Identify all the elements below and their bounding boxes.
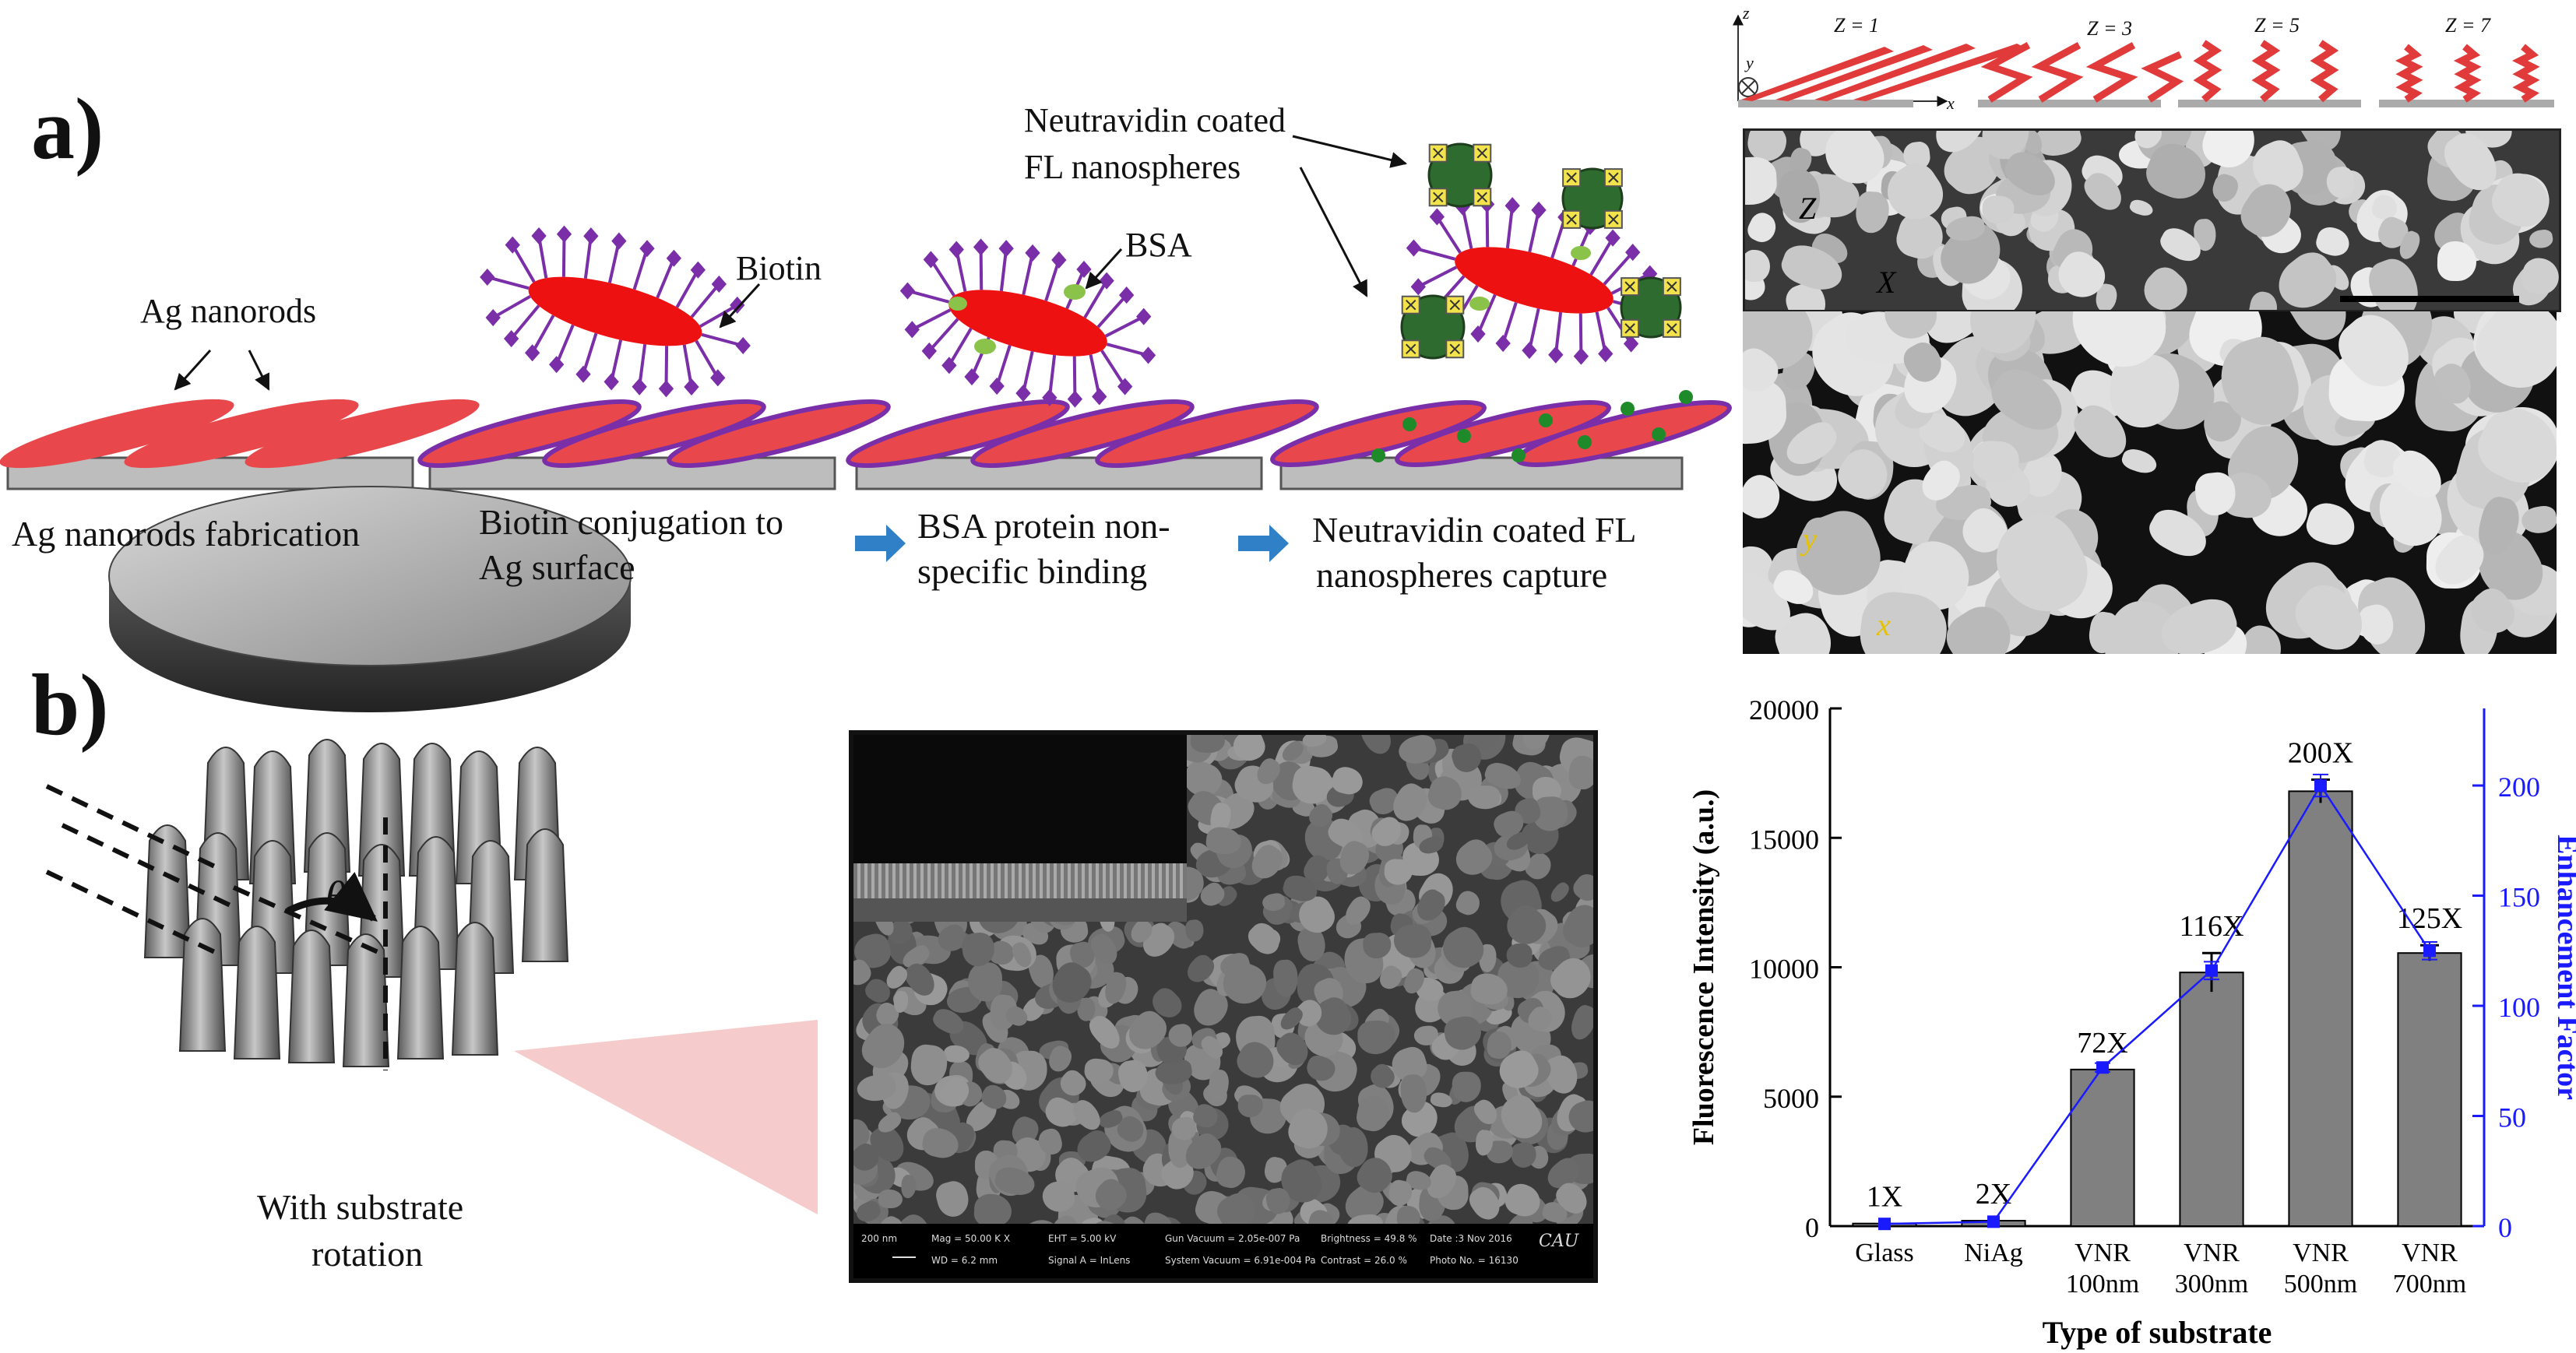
rotating-substrate	[45, 486, 818, 1214]
zoom-wedge	[514, 1020, 818, 1214]
pointer-arrows	[174, 135, 1408, 391]
label-neutravidin-1: Neutravidin coated	[1024, 101, 1286, 139]
axis-y: y	[1746, 53, 1754, 72]
panel-letter-b: b)	[31, 657, 109, 754]
step4-green-dots	[1371, 390, 1693, 462]
substrate-step4	[1279, 456, 1684, 490]
zigzag-z1	[1741, 44, 2026, 101]
sem-brightness: Brightness = 49.8 %	[1321, 1233, 1417, 1244]
rotation-line2: rotation	[311, 1234, 424, 1274]
biotin-rod	[480, 225, 751, 398]
step4-nanorods	[1270, 399, 1732, 468]
sem-logo: CAU	[1539, 1232, 1579, 1251]
sem-photo: Photo No. = 16130	[1430, 1255, 1519, 1266]
sem-date: Date :3 Nov 2016	[1430, 1233, 1512, 1244]
sem-contrast: Contrast = 26.0 %	[1321, 1255, 1407, 1266]
sem-axis-x2: x	[1877, 607, 1891, 642]
zigzag-label-z3: Z = 3	[2087, 17, 2133, 40]
zigzag-label-z1: Z = 1	[1834, 14, 1880, 37]
substrate-step3	[855, 456, 1263, 490]
step3-caption-2: specific binding	[917, 551, 1148, 591]
sem-eht: EHT = 5.00 kV	[1048, 1233, 1117, 1244]
zigzag-z5	[2193, 40, 2339, 103]
fl-nanospheres	[1400, 142, 1682, 360]
step2-caption-2: Ag surface	[479, 547, 635, 587]
sem-top-view	[1743, 311, 2557, 654]
substrate-label: Substrate	[273, 1128, 429, 1175]
substrate-step1	[6, 456, 414, 490]
step2-nanorods	[417, 399, 891, 469]
zigzag-schematics	[1733, 14, 2554, 107]
step4-caption-2: nanospheres capture	[1316, 555, 1608, 595]
incident-flux	[45, 784, 388, 1070]
label-bsa: BSA	[1125, 226, 1192, 264]
step2-caption-1: Biotin conjugation to	[479, 502, 783, 542]
bsa-rod	[899, 238, 1156, 408]
sem-axis-y: y	[1803, 522, 1817, 557]
sem-axis-z: Z	[1799, 191, 1817, 226]
panel-letter-a: a)	[31, 81, 104, 177]
zigzag-label-z5: Z = 5	[2254, 14, 2300, 37]
sem-wd: WD = 6.2 mm	[931, 1255, 998, 1266]
sem-scale-bar	[2340, 296, 2519, 302]
step3-nanorods	[846, 399, 1319, 469]
sem-vnr-top-view: 200 nm Mag = 50.00 K X WD = 6.2 mm EHT =…	[849, 730, 1598, 1283]
axis-x: x	[1947, 93, 1955, 113]
axis-z: z	[1743, 3, 1750, 23]
sem-inset	[853, 735, 1187, 922]
step1-nanorods	[0, 399, 480, 469]
sem-info-bar: 200 nm Mag = 50.00 K X WD = 6.2 mm EHT =…	[853, 1224, 1593, 1278]
sem-system: System Vacuum = 6.91e-004 Pa	[1165, 1255, 1316, 1266]
sem-signal: Signal A = InLens	[1048, 1255, 1131, 1266]
sem-mag: Mag = 50.00 K X	[931, 1233, 1011, 1244]
step4-caption-1: Neutravidin coated FL	[1312, 510, 1637, 550]
label-ag-nanorods: Ag nanorods	[140, 292, 317, 330]
rotation-line1: With substrate	[257, 1187, 464, 1227]
theta-label: θ	[326, 873, 347, 919]
sem-scale: 200 nm	[861, 1233, 898, 1244]
step3-caption-1: BSA protein non-	[917, 506, 1170, 546]
sem-gun: Gun Vacuum = 2.05e-007 Pa	[1165, 1233, 1300, 1244]
sem-cross-section	[1743, 128, 2561, 312]
label-neutravidin-2: FL nanospheres	[1024, 148, 1241, 186]
panel-a-process	[0, 135, 1732, 562]
zigzag-z7	[2395, 44, 2540, 103]
label-biotin: Biotin	[736, 249, 822, 287]
sem-axis-x: X	[1877, 265, 1896, 300]
zigzag-z3	[1980, 42, 2184, 103]
step1-caption: Ag nanorods fabrication	[12, 514, 361, 554]
zigzag-label-z7: Z = 7	[2445, 14, 2491, 37]
substrate-step2	[428, 456, 836, 490]
